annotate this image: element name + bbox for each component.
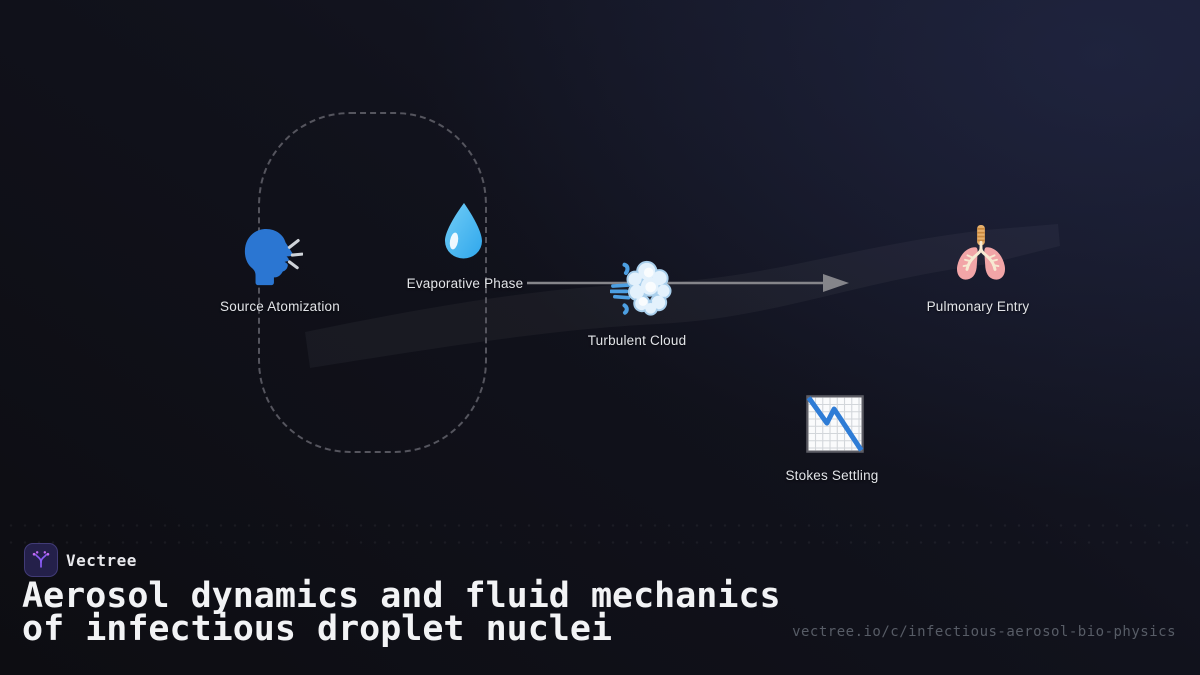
stage-label-stokes-settling: Stokes Settling <box>785 468 879 483</box>
droplet-icon <box>445 203 482 259</box>
speaking-head-icon <box>244 228 303 286</box>
chart-decreasing-icon <box>806 395 864 453</box>
brand-name: Vectree <box>66 551 137 570</box>
stage-label-turbulent-cloud: Turbulent Cloud <box>587 333 687 348</box>
title-line-2: of infectious droplet nuclei <box>22 609 613 649</box>
lungs-icon <box>956 224 1006 280</box>
vectree-logo-icon <box>32 551 50 568</box>
flow-arrow <box>527 274 849 292</box>
stage-label-evaporative-phase: Evaporative Phase <box>406 276 524 291</box>
content-url: vectree.io/c/infectious-aerosol-bio-phys… <box>792 624 1176 640</box>
title-line-1: Aerosol dynamics and fluid mechanics <box>22 576 781 616</box>
flow-ribbon <box>305 224 1060 368</box>
page-title: Aerosol dynamics and fluid mechanics of … <box>22 576 781 649</box>
stage-label-pulmonary-entry: Pulmonary Entry <box>926 299 1030 314</box>
arrowhead-icon <box>823 274 849 292</box>
dot-texture-strip <box>0 511 1200 549</box>
stage-label-source-atomization: Source Atomization <box>220 299 340 314</box>
brand-logo <box>24 543 58 577</box>
dashing-cloud-icon <box>610 260 672 316</box>
